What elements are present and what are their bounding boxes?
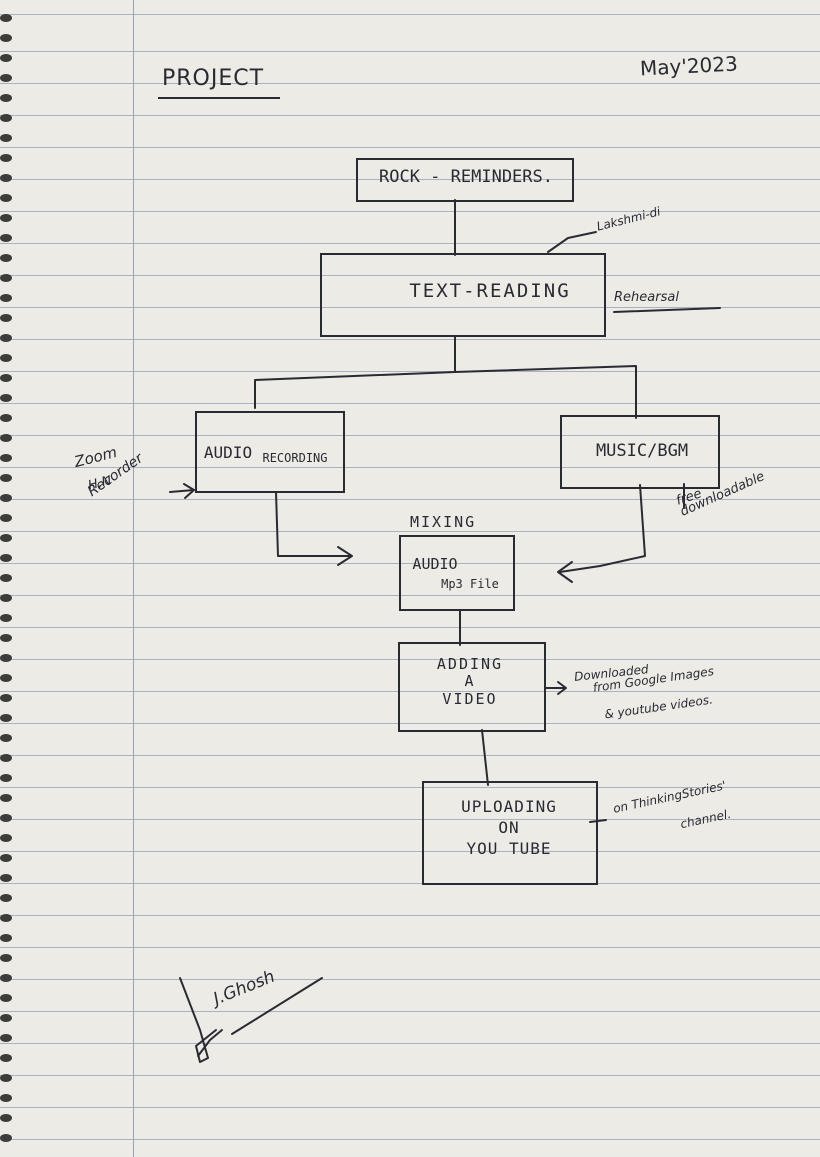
spiral-ring [0, 334, 12, 342]
project-title: PROJECT [162, 66, 265, 91]
spiral-ring [0, 294, 12, 302]
margin-line [133, 0, 134, 1157]
spiral-ring [0, 74, 12, 82]
spiral-ring [0, 974, 12, 982]
spiral-ring [0, 374, 12, 382]
audio-mp3-label-2: Mp3 File [441, 577, 499, 591]
spiral-ring [0, 154, 12, 162]
spiral-ring [0, 494, 12, 502]
spiral-ring [0, 1054, 12, 1062]
rock-reminders-label: ROCK - REMINDERS. [379, 167, 553, 187]
spiral-ring [0, 634, 12, 642]
spiral-ring [0, 434, 12, 442]
spiral-ring [0, 994, 12, 1002]
audio-recording-label-2: RECORDING [262, 451, 328, 465]
spiral-ring [0, 834, 12, 842]
spiral-ring [0, 414, 12, 422]
spiral-ring [0, 314, 12, 322]
spiral-ring [0, 214, 12, 222]
audio-recording-label-1: AUDIO [203, 443, 253, 462]
spiral-ring [0, 574, 12, 582]
spiral-ring [0, 274, 12, 282]
spiral-ring [0, 534, 12, 542]
spiral-ring [0, 714, 12, 722]
spiral-ring [0, 1114, 12, 1122]
spiral-ring [0, 234, 12, 242]
spiral-ring [0, 814, 12, 822]
spiral-ring [0, 114, 12, 122]
spiral-ring [0, 554, 12, 562]
spiral-ring [0, 394, 12, 402]
rock-reminders-box [356, 158, 574, 202]
spiral-ring [0, 914, 12, 922]
spiral-binding [0, 14, 12, 1142]
spiral-ring [0, 54, 12, 62]
spiral-ring [0, 854, 12, 862]
spiral-ring [0, 894, 12, 902]
spiral-ring [0, 614, 12, 622]
spiral-ring [0, 514, 12, 522]
spiral-ring [0, 1034, 12, 1042]
uploading-youtube-label: UPLOADING ON YOU TUBE [461, 797, 557, 858]
spiral-ring [0, 254, 12, 262]
title-underline [158, 97, 280, 99]
spiral-ring [0, 734, 12, 742]
spiral-ring [0, 1014, 12, 1022]
spiral-ring [0, 34, 12, 42]
text-reading-label: TEXT-READING [409, 280, 571, 302]
text-reading-box [320, 253, 606, 337]
spiral-ring [0, 674, 12, 682]
spiral-ring [0, 1094, 12, 1102]
spiral-ring [0, 194, 12, 202]
music-bgm-label: MUSIC/BGM [595, 441, 689, 461]
spiral-ring [0, 794, 12, 802]
spiral-ring [0, 754, 12, 762]
spiral-ring [0, 654, 12, 662]
spiral-ring [0, 594, 12, 602]
spiral-ring [0, 134, 12, 142]
spiral-ring [0, 1134, 12, 1142]
music-bgm-box [560, 415, 720, 489]
spiral-ring [0, 14, 12, 22]
rehearsal-note: Rehearsal [614, 290, 679, 305]
spiral-ring [0, 354, 12, 362]
spiral-ring [0, 454, 12, 462]
audio-mp3-label-1: AUDIO [412, 555, 458, 573]
audio-mp3-box [399, 535, 515, 611]
spiral-ring [0, 954, 12, 962]
spiral-ring [0, 934, 12, 942]
spiral-ring [0, 874, 12, 882]
audio-recording-box [195, 411, 345, 493]
mixing-label: MIXING [410, 513, 477, 531]
spiral-ring [0, 1074, 12, 1082]
spiral-ring [0, 474, 12, 482]
adding-video-box [398, 642, 546, 732]
spiral-ring [0, 94, 12, 102]
uploading-youtube-box [422, 781, 598, 885]
spiral-ring [0, 174, 12, 182]
spiral-ring [0, 694, 12, 702]
adding-video-label: ADDING A VIDEO [436, 655, 504, 708]
spiral-ring [0, 774, 12, 782]
